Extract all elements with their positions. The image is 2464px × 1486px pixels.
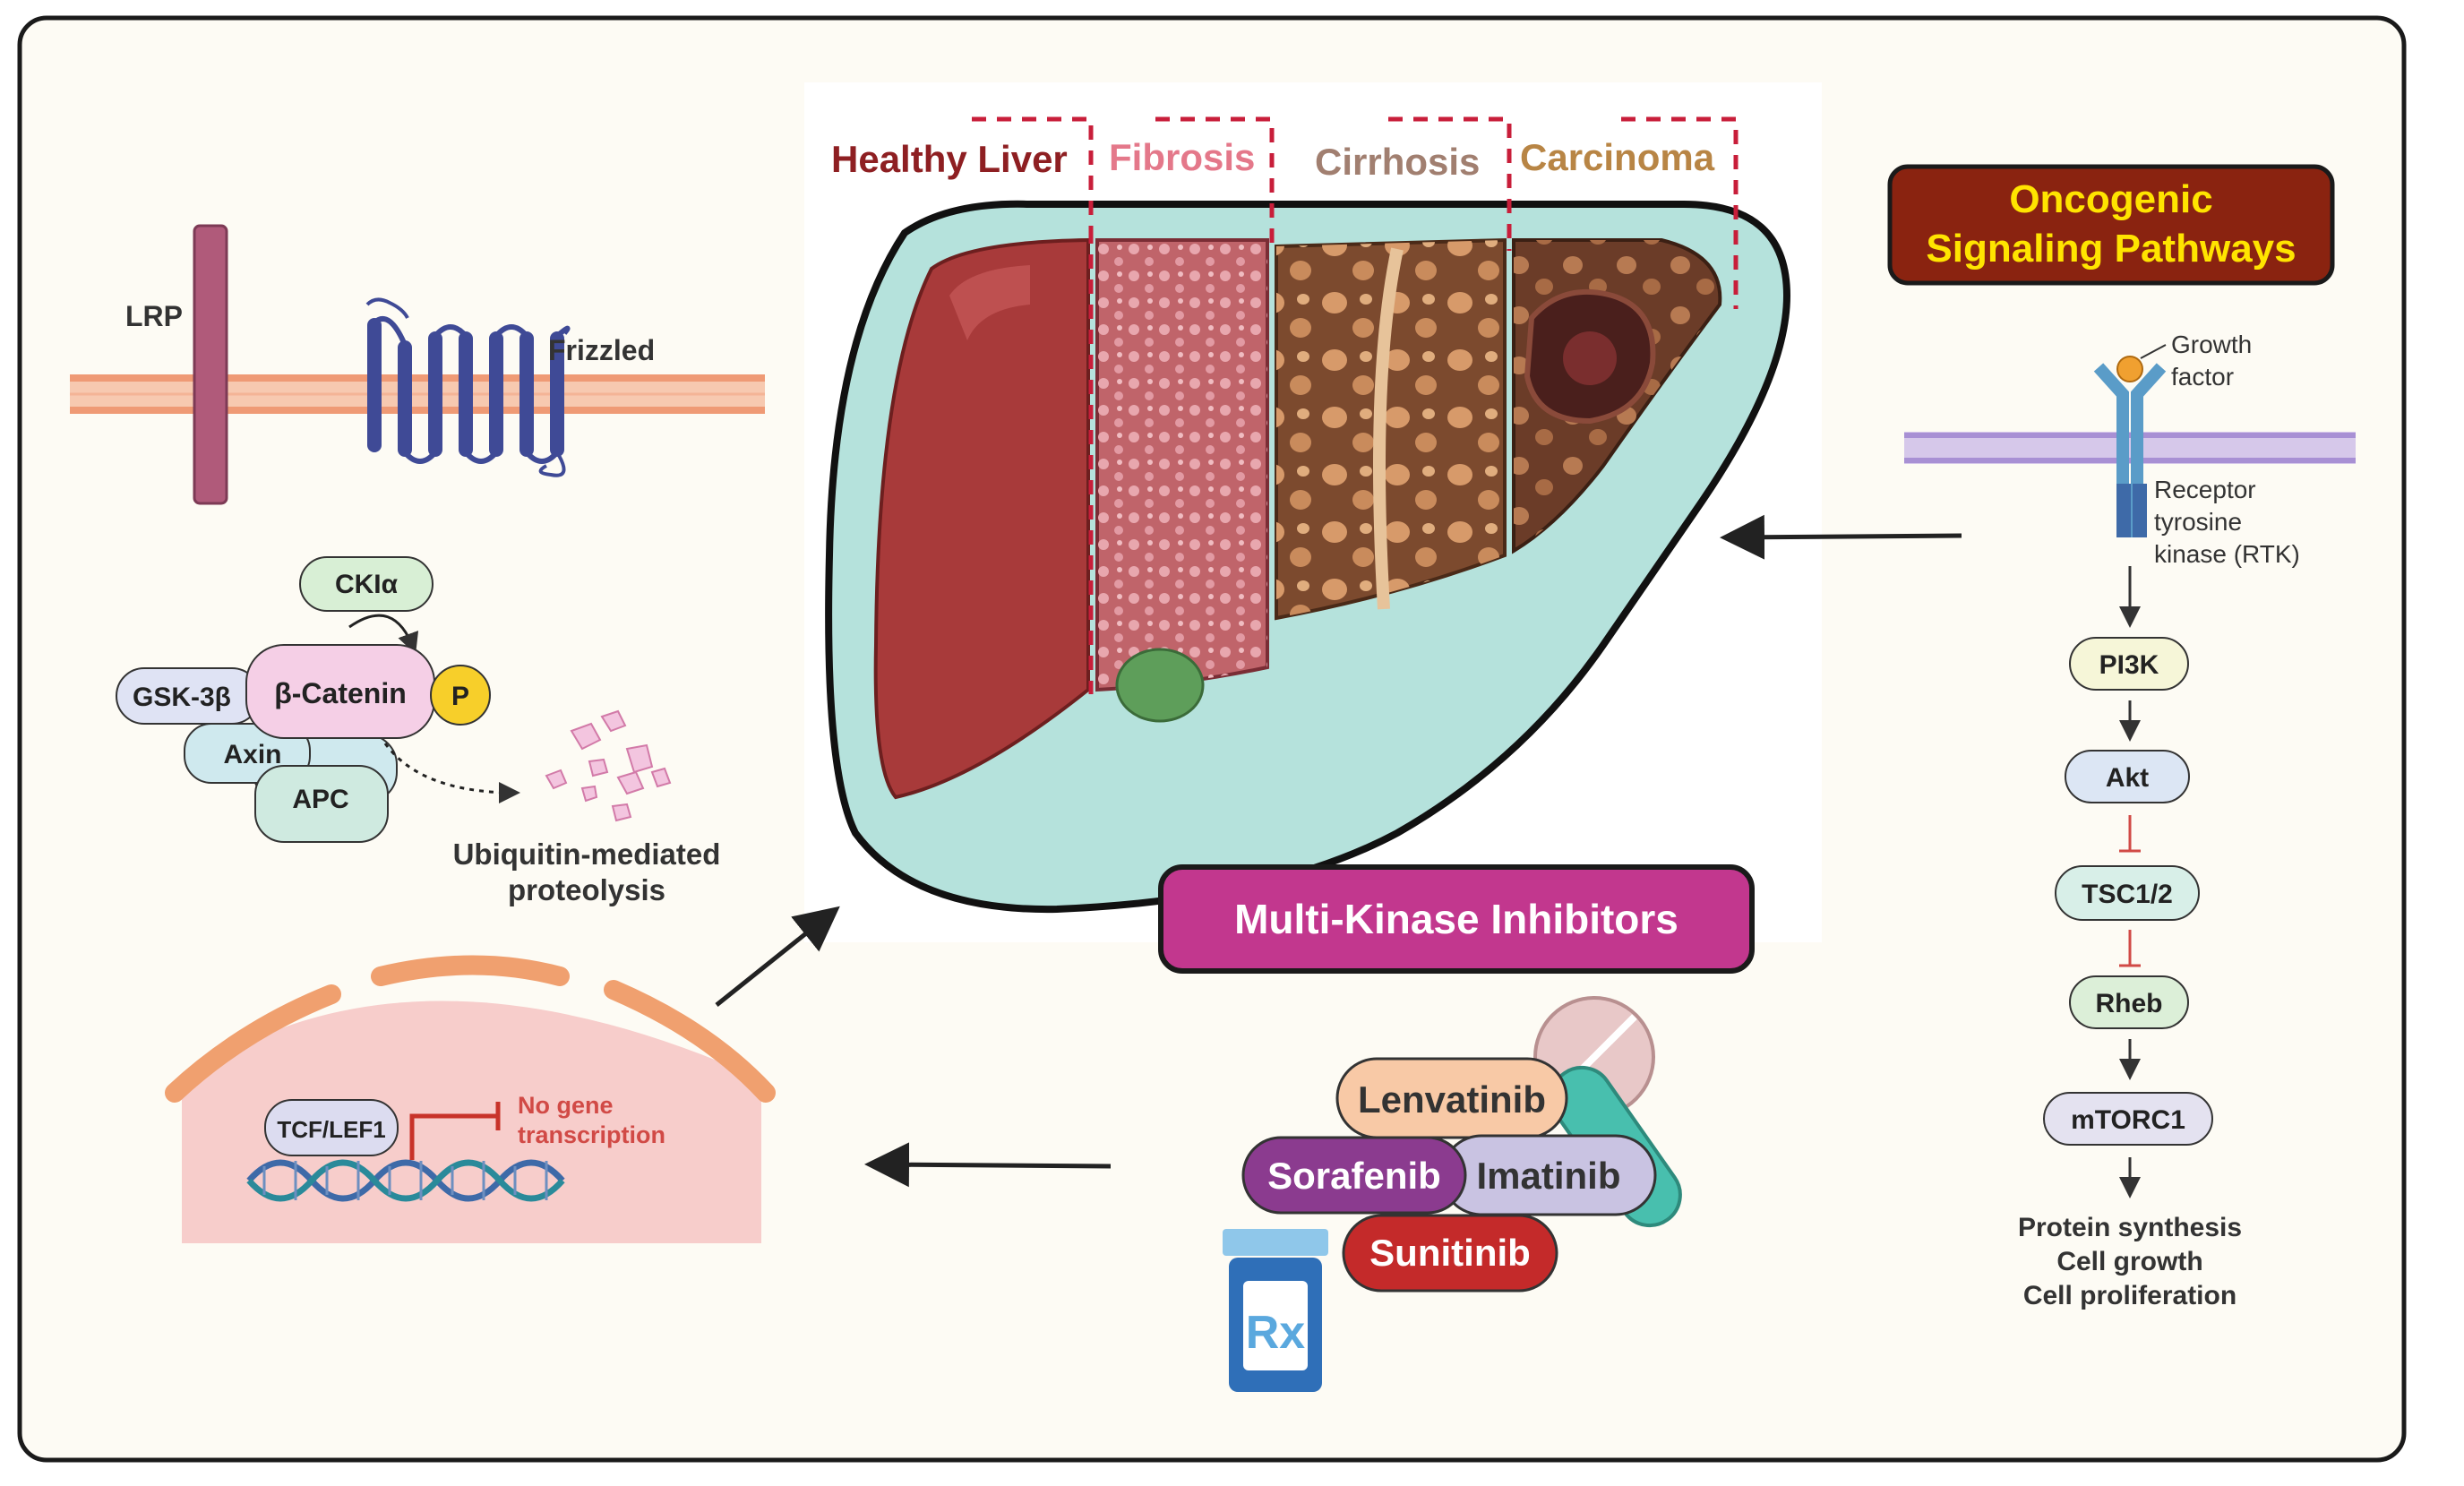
- cell-membrane-left: [70, 374, 765, 414]
- label-lrp: LRP: [125, 300, 183, 332]
- oncogenic-title-line2: Signaling Pathways: [1926, 227, 2296, 271]
- cell-membrane-right: [1904, 432, 2356, 464]
- arrow-nucleus-to-liver: [715, 906, 840, 1007]
- stage-dividers: [972, 116, 1739, 694]
- label-ubiquitin-line2: proteolysis: [508, 873, 665, 906]
- dna-helix-icon: [246, 1159, 565, 1202]
- label-lenvatinib: Lenvatinib: [1358, 1078, 1546, 1121]
- label-nogene-line1: No gene: [518, 1092, 614, 1119]
- label-apc: APC: [292, 785, 348, 814]
- arrow-drugs-to-nucleus: [864, 1142, 1112, 1188]
- gallbladder: [1115, 648, 1205, 723]
- label-receptor-line3: kinase (RTK): [2154, 540, 2300, 568]
- rtk-receptor: [2093, 363, 2167, 537]
- growth-factor-icon: [2116, 356, 2143, 382]
- tumor-core: [1563, 331, 1617, 385]
- label-healthy-liver: Healthy Liver: [831, 138, 1068, 180]
- arrow-rtk-to-liver: [1720, 514, 1962, 560]
- label-mtorc1: mTORC1: [2071, 1105, 2185, 1135]
- label-cirrhosis: Cirrhosis: [1315, 141, 1480, 183]
- rx-bottle-icon: [1223, 1229, 1328, 1392]
- protein-fragments-icon: [545, 709, 672, 822]
- label-beta-catenin: β-Catenin: [274, 677, 407, 709]
- growth-factor-pointer: [2140, 344, 2167, 359]
- liver-highlight: [949, 265, 1030, 340]
- oncogenic-title-box: [1887, 164, 2335, 286]
- label-growth-line2: factor: [2171, 363, 2234, 391]
- label-receptor-line1: Receptor: [2154, 476, 2256, 503]
- inhibition-symbol: [409, 1102, 501, 1160]
- inhibit-akt-tsc: [2119, 815, 2141, 853]
- label-sorafenib: Sorafenib: [1267, 1155, 1441, 1197]
- label-frizzled: Frizzled: [548, 334, 655, 366]
- apc-node: [254, 765, 389, 843]
- degradation-arrow: [383, 743, 520, 803]
- liver-healthy-segment: [873, 237, 1090, 800]
- tcf-lef1-node: [264, 1099, 399, 1156]
- label-output-3: Cell proliferation: [2023, 1281, 2236, 1310]
- oncogenic-title-line1: Oncogenic: [2009, 177, 2212, 221]
- label-output-2: Cell growth: [2056, 1247, 2202, 1276]
- label-pi3k: PI3K: [2099, 650, 2159, 680]
- fibrosis-texture: [1097, 240, 1267, 690]
- label-rheb: Rheb: [2096, 989, 2163, 1018]
- inhibit-tsc-rheb: [2119, 930, 2141, 967]
- frizzled-receptor: [365, 297, 571, 477]
- label-sunitinib: Sunitinib: [1369, 1232, 1531, 1274]
- phospho-circle: [430, 665, 491, 726]
- cirrhosis-texture: [1276, 240, 1505, 618]
- label-akt: Akt: [2106, 763, 2149, 793]
- mtorc1-node: [2043, 1092, 2213, 1146]
- label-output-1: Protein synthesis: [2018, 1213, 2242, 1242]
- akt-node: [2065, 750, 2190, 803]
- label-gsk3b: GSK-3β: [133, 683, 231, 712]
- label-carcinoma: Carcinoma: [1520, 136, 1715, 178]
- label-fibrosis: Fibrosis: [1109, 136, 1255, 178]
- label-growth-line1: Growth: [2171, 331, 2252, 358]
- drug-sunitinib: [1342, 1214, 1558, 1293]
- label-nogene-line2: transcription: [518, 1121, 665, 1148]
- label-axin-front: Axin: [223, 740, 281, 769]
- tsc-node: [2055, 865, 2200, 921]
- label-mki-title: Multi-Kinase Inhibitors: [1234, 896, 1678, 942]
- ckia-phospho-arrow: [348, 614, 419, 655]
- liver-illustration: [825, 200, 1791, 914]
- cirrhosis-fibrous-band: [1373, 247, 1404, 610]
- lrp-receptor: [193, 224, 228, 505]
- drug-lenvatinib: [1335, 1057, 1568, 1139]
- label-tsc: TSC1/2: [2082, 880, 2173, 909]
- label-phospho: P: [451, 682, 469, 711]
- label-ubiquitin-line1: Ubiquitin-mediated: [453, 837, 721, 871]
- label-rx: Rx: [1246, 1307, 1306, 1359]
- label-tcf-lef1: TCF/LEF1: [277, 1116, 385, 1143]
- ckia-node: [299, 556, 434, 612]
- mki-title-box: [1158, 864, 1755, 974]
- label-ckia: CKIα: [335, 570, 399, 599]
- pi3k-node: [2069, 637, 2189, 691]
- label-imatinib: Imatinib: [1476, 1155, 1620, 1197]
- drug-sorafenib: [1241, 1136, 1467, 1215]
- label-receptor-line2: tyrosine: [2154, 508, 2242, 536]
- rheb-node: [2069, 975, 2189, 1029]
